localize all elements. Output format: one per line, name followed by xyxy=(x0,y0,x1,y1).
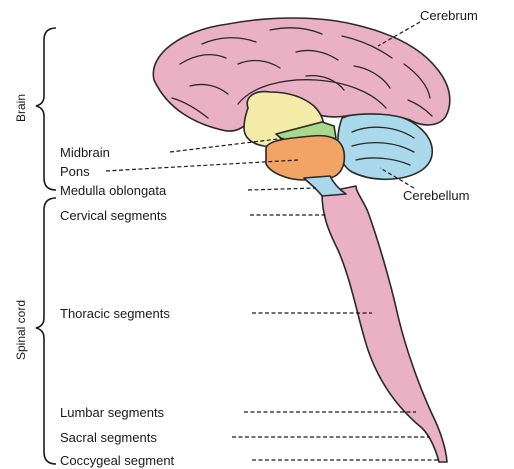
cerebrum-label: Cerebrum xyxy=(420,8,478,23)
medulla-shape xyxy=(304,176,346,196)
brain-brace xyxy=(36,28,56,190)
brain-group-label: Brain xyxy=(14,94,28,122)
medulla-oblongata-label: Medulla oblongata xyxy=(60,183,167,198)
pons-shape xyxy=(266,136,344,180)
medulla-leader xyxy=(248,188,316,190)
spinal-cord-group-label: Spinal cord xyxy=(14,300,28,360)
spinal-cord-shape xyxy=(322,186,447,462)
spinal-cord-brace xyxy=(36,198,56,464)
cerebellum-label: Cerebellum xyxy=(403,188,469,203)
coccygeal-segment-label: Coccygeal segment xyxy=(60,453,175,468)
cervical-segments-label: Cervical segments xyxy=(60,208,167,223)
lumbar-segments-label: Lumbar segments xyxy=(60,405,165,420)
thoracic-segments-label: Thoracic segments xyxy=(60,306,170,321)
sacral-segments-label: Sacral segments xyxy=(60,430,157,445)
midbrain-label: Midbrain xyxy=(60,145,110,160)
pons-label: Pons xyxy=(60,164,90,179)
